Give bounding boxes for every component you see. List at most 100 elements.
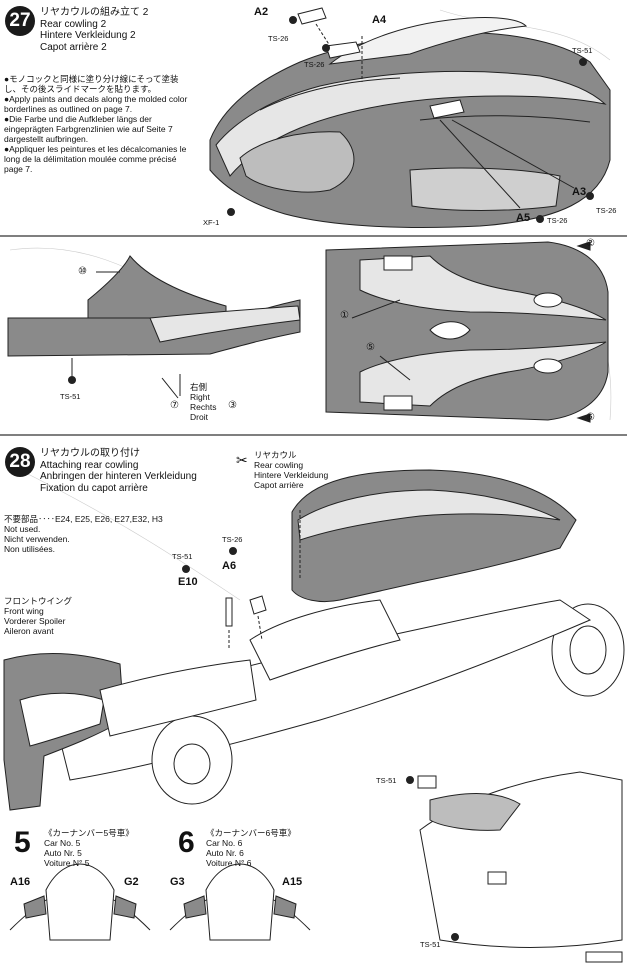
label-g2: G2: [124, 876, 139, 888]
step27-notes: ●モノコックと同様に塗り分け線にそって塗装し、その後スライドマークを貼ります。 …: [4, 74, 192, 174]
rear-cowling-label: リヤカウル Rear cowling Hintere Verkleidung C…: [254, 450, 328, 490]
rear-cowling-en: Rear cowling: [254, 460, 304, 470]
label-a15: A15: [282, 876, 303, 888]
note-ja: ●モノコックと同様に塗り分け線にそって塗装し、その後スライドマークを貼ります。: [4, 74, 179, 94]
wrench-icon: ✂: [236, 452, 248, 468]
part-a6: [249, 595, 267, 615]
cowling-inner-panel: [409, 167, 561, 211]
unused-fr: Non utilisées.: [4, 544, 56, 554]
label-ts26-a5: TS-26: [547, 216, 568, 225]
cowling-top-fin: [328, 17, 528, 65]
step28-title-ja: リヤカウルの取り付け: [40, 448, 140, 459]
label-e10: E10: [178, 576, 198, 588]
part-g3: [183, 895, 207, 919]
decal-10: ⑩: [78, 266, 87, 277]
label-ts51-top: TS-51: [572, 46, 593, 55]
decal-top-view: [325, 241, 609, 423]
label-ts26-a4: TS-26: [304, 60, 325, 69]
note-en: ●Apply paints and decals along the molde…: [4, 94, 188, 114]
part-a2: [297, 7, 327, 25]
car5-number: 5: [14, 826, 31, 859]
right-en: Right: [190, 392, 210, 402]
label-ts51-closeup: TS-51: [376, 776, 397, 785]
rear-cowling-main-drawing: [209, 7, 611, 228]
step-number-27: 27: [5, 6, 35, 36]
decal-5: ⑤: [366, 342, 375, 353]
rear-cowling-fr: Capot arrière: [254, 480, 304, 490]
front-wing-fr: Aileron avant: [4, 626, 54, 636]
unused-en: Not used.: [4, 524, 41, 534]
label-ts51-side: TS-51: [60, 392, 81, 401]
side-cowling-fin: [87, 255, 227, 319]
unused-parts-note: 不要部品‥‥E24, E25, E26, E27,E32, H3 Not use…: [4, 514, 163, 554]
label-ts51-bottom: TS-51: [420, 940, 441, 949]
step-number-28: 28: [5, 447, 35, 477]
side-cowling-stripe: [149, 305, 301, 343]
car6-diagram: [169, 863, 311, 941]
car-assembly-drawing: [3, 469, 625, 963]
note-fr: ●Appliquer les peintures et les décalcom…: [4, 144, 187, 174]
part-a3: [429, 99, 465, 119]
step27-title: リヤカウルの組み立て 2 Rear cowling 2 Hintere Verk…: [40, 7, 148, 53]
right-ja: 右側: [190, 382, 208, 392]
decal-6: ⑥: [586, 412, 595, 423]
part-g2: [113, 895, 137, 919]
label-ts26-a6: TS-26: [222, 535, 243, 544]
cowling-side-pod: [239, 131, 355, 193]
front-wing-de: Vorderer Spoiler: [4, 616, 66, 626]
part-ts51-lower: [487, 871, 507, 885]
decal-3: ③: [228, 400, 237, 411]
car5-fr: Voiture N° 5: [44, 858, 90, 868]
step27-title-fr: Capot arrière 2: [40, 41, 107, 53]
label-a6: A6: [222, 560, 237, 572]
cowling-light-stripe: [215, 70, 607, 177]
label-ts26-a2: TS-26: [268, 34, 289, 43]
front-wing-en: Front wing: [4, 606, 44, 616]
part-ts51-upper: [417, 775, 437, 789]
step28-title-en: Attaching rear cowling: [40, 459, 139, 471]
label-a5: A5: [516, 212, 531, 224]
top-cowling-stripe-lower: [359, 341, 607, 407]
right-fr: Droit: [190, 412, 208, 422]
note-de: ●Die Farbe und die Aufkleber längs der e…: [4, 114, 173, 144]
step28-title: リヤカウルの取り付け Attaching rear cowling Anbrin…: [40, 448, 197, 494]
car6-de: Auto Nr. 6: [206, 848, 244, 858]
part-e10: [225, 597, 233, 627]
label-ts51-e10: TS-51: [172, 552, 193, 561]
nose-cone: [99, 659, 257, 737]
rear-cowling-de: Hintere Verkleidung: [254, 470, 329, 480]
rear-cowling-fin: [297, 489, 561, 541]
car6-fr: Voiture N° 6: [206, 858, 252, 868]
decal-slot-upper: [383, 255, 413, 271]
step28-title-de: Anbringen der hinteren Verkleidung: [40, 471, 197, 482]
part-a15: [273, 895, 297, 919]
decal-slot-mid: [533, 292, 563, 308]
car5-ja: 《カーナンバー5号車》: [44, 828, 134, 838]
car6-ja: 《カーナンバー6号車》: [206, 828, 296, 838]
car6-number: 6: [178, 826, 195, 859]
decal-1: ①: [340, 310, 349, 321]
unused-ja: 不要部品‥‥E24, E25, E26, E27,E32, H3: [4, 514, 163, 524]
step27-title-de: Hintere Verkleidung 2: [40, 30, 136, 41]
right-side-label: 右側 Right Rechts Droit: [190, 382, 216, 422]
car6-label: 《カーナンバー6号車》 Car No. 6 Auto Nr. 6 Voiture…: [206, 828, 296, 868]
step27-title-en: Rear cowling 2: [40, 18, 107, 30]
car5-en: Car No. 5: [44, 838, 81, 848]
car5-diagram: [9, 863, 151, 941]
label-ts26-a3: TS-26: [596, 206, 617, 215]
car5-de: Auto Nr. 5: [44, 848, 82, 858]
step28-title-fr: Fixation du capot arrière: [40, 482, 148, 494]
part-a16: [23, 895, 47, 919]
decal-2: ②: [586, 238, 595, 249]
right-de: Rechts: [190, 402, 217, 412]
part-a4: [325, 41, 361, 59]
side-pod: [249, 599, 401, 681]
label-a3: A3: [572, 186, 587, 198]
step27-title-ja: リヤカウルの組み立て 2: [40, 7, 149, 18]
label-xf1: XF-1: [203, 218, 220, 227]
front-wing-ja: フロントウイング: [4, 596, 73, 606]
decal-7: ⑦: [170, 400, 179, 411]
rear-cowling-ja: リヤカウル: [254, 450, 297, 460]
label-a4: A4: [372, 14, 387, 26]
